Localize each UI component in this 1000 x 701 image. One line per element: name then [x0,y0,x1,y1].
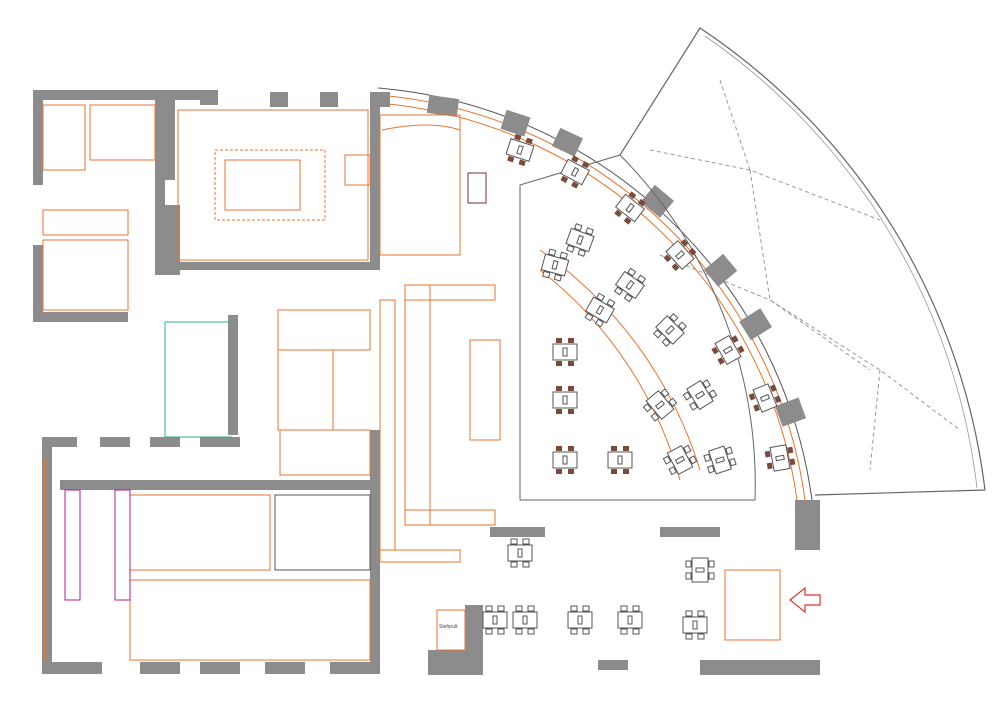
table [552,338,578,366]
table [682,379,718,411]
table [482,605,508,635]
table [764,444,796,472]
fixtures [42,104,781,661]
table [567,605,593,635]
table [540,248,570,282]
table [512,605,538,635]
walls [33,90,820,675]
facade [377,87,813,501]
table [748,383,782,413]
table [552,446,578,474]
seating-area [519,154,756,501]
table [703,445,737,475]
table [607,446,633,474]
table [662,444,698,476]
entrance-arrow-icon [789,586,821,614]
stand-desk: Stehpult [436,609,466,651]
tables [482,133,796,640]
table [663,238,697,272]
table [711,334,745,366]
table [507,538,533,568]
stand-desk-label: Stehpult [439,624,458,630]
table [685,557,715,583]
table [559,155,591,189]
table [505,133,535,167]
table [613,267,647,303]
table [565,223,595,257]
table [642,388,678,422]
table [653,313,687,347]
table [614,191,646,225]
table [584,292,616,328]
table [617,605,643,635]
table [552,386,578,414]
table [682,610,708,640]
